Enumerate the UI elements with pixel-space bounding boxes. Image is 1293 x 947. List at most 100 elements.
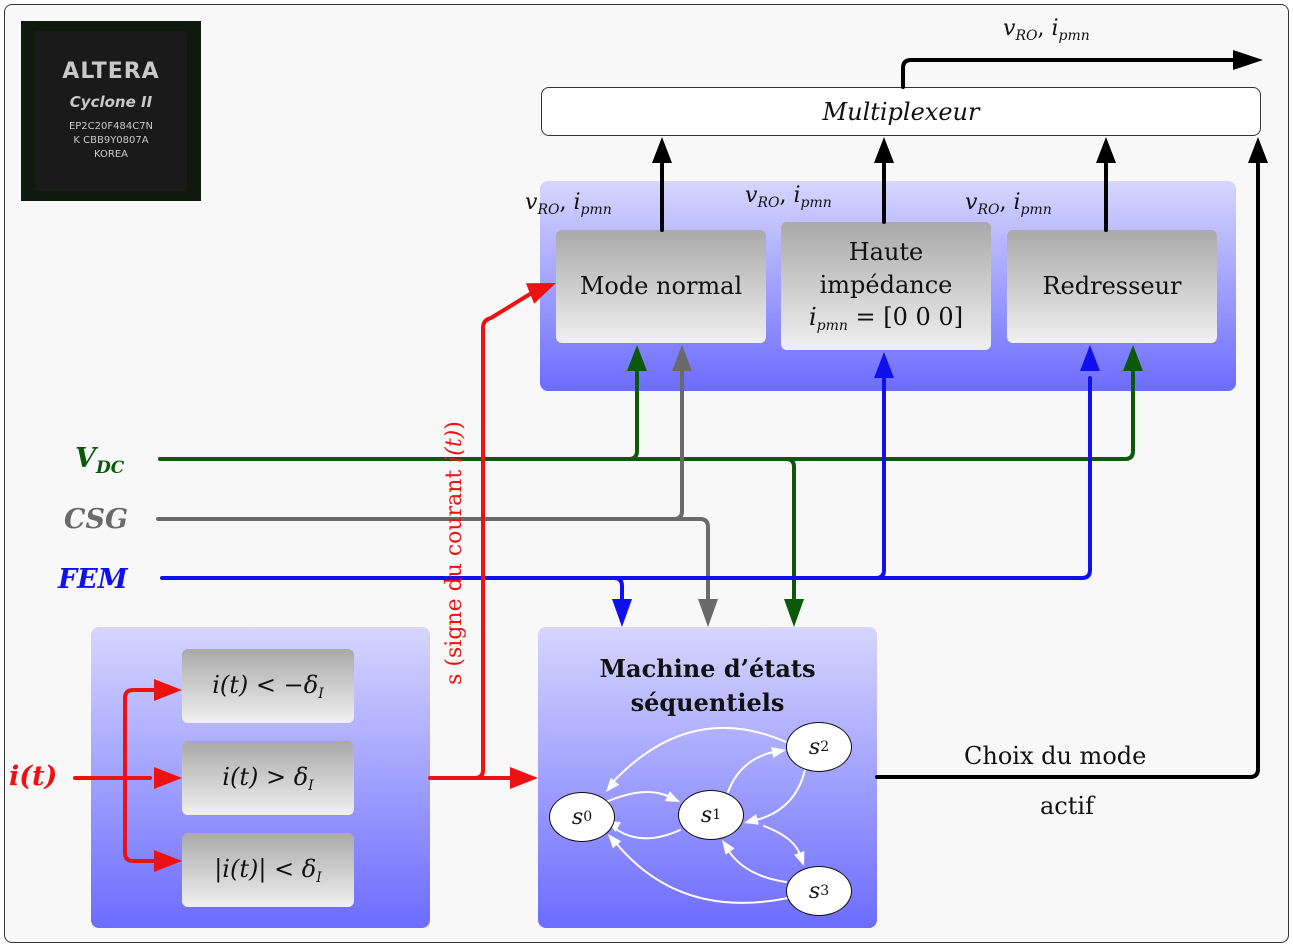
fsm-title: Machine d’états séquentiels	[538, 652, 877, 719]
haute-output-v: v	[745, 183, 758, 208]
comparator-abs-sub: I	[316, 869, 322, 886]
signal-vdc-sub: DC	[95, 458, 125, 478]
haute-output-label: vRO, ipmn	[745, 183, 832, 211]
multiplexeur-block: Multiplexeur	[541, 87, 1261, 136]
redresseur-output-label: vRO, ipmn	[965, 190, 1052, 218]
chip-family: Cyclone II	[21, 93, 201, 111]
chip-origin: KOREA	[94, 149, 128, 160]
comparator-abs-box: |i(t)| < δI	[182, 833, 354, 907]
signal-csg-label: CSG	[64, 506, 128, 533]
chip-brand: ALTERA	[62, 59, 160, 84]
output-label: vRO, ipmn	[1003, 16, 1090, 44]
signal-vdc-text: V	[75, 443, 96, 474]
transition-s1-s3-head	[794, 850, 805, 866]
it-upper-branch	[123, 688, 160, 780]
sign-label-pre: s (signe du courant	[442, 462, 467, 685]
it-lower-arrowhead	[154, 850, 182, 872]
state-s1-sub: 1	[712, 807, 722, 823]
comparator-negative-sub: I	[318, 685, 324, 702]
state-s3-sub: 3	[820, 883, 830, 899]
sign-label-post: )	[442, 421, 467, 430]
fem-redresseur-wire	[160, 376, 1092, 580]
comparator-positive-box: i(t) > δI	[182, 741, 354, 815]
haute-impedance-box: Haute impédance ipmn = [0 0 0]	[781, 222, 991, 350]
redresseur-box: Redresseur	[1007, 230, 1217, 343]
state-s1-letter: s	[700, 802, 713, 828]
normal-output-v-sub: RO	[537, 202, 560, 218]
transition-s2-s0-head	[606, 777, 620, 792]
sign-to-normal-arrowhead	[525, 283, 556, 304]
normal-output-sep: ,	[559, 190, 574, 215]
chip-part-number: EP2C20F484C7N	[68, 121, 154, 132]
haute-output-v-sub: RO	[757, 195, 780, 211]
redresseur-to-mux-arrowhead	[1096, 137, 1116, 163]
csg-normal-arrowhead	[672, 345, 692, 371]
normal-output-i-sub: pmn	[580, 202, 612, 218]
redresseur-output-v: v	[965, 190, 978, 215]
haute-impedance-line1: Haute	[848, 238, 924, 267]
haute-eq-rest: = [0 0 0]	[847, 302, 964, 331]
state-s2-sub: 2	[820, 739, 830, 755]
vdc-fsm-arrowhead	[784, 599, 804, 627]
fem-haute-arrowhead	[874, 352, 894, 378]
output-v-sub: RO	[1015, 28, 1038, 44]
state-s2-letter: s	[808, 734, 821, 760]
mux-output-wire	[901, 58, 1238, 89]
chip-family-name: Cyclone	[69, 93, 136, 111]
transition-s1-s2	[727, 751, 774, 793]
sign-to-normal-wire	[473, 292, 532, 780]
fsm-choice-wire	[875, 158, 1260, 779]
arrowheads	[154, 50, 1268, 872]
transition-s3-s1	[727, 849, 787, 883]
comparator-positive-label: i(t) > δI	[222, 761, 313, 796]
comparator-positive-text: i(t) > δ	[222, 762, 309, 791]
it-upper-arrowhead	[154, 679, 182, 701]
fem-fsm-arrowhead	[612, 599, 632, 627]
transition-s3-s0	[615, 842, 789, 904]
fem-redresseur-arrowhead	[1080, 345, 1100, 371]
vdc-redresseur-arrowhead	[1123, 345, 1143, 371]
haute-impedance-line2: impédance	[819, 270, 953, 299]
comparator-positive-sub: I	[308, 777, 314, 794]
normal-output-v: v	[525, 190, 538, 215]
mode-normal-label: Mode normal	[579, 272, 743, 301]
state-s0-letter: s	[571, 804, 584, 830]
transition-s3-s1-head	[722, 840, 735, 855]
signal-vdc-label: VDC	[75, 445, 124, 477]
csg-fsm-wire	[672, 517, 710, 600]
fsm-transitions	[605, 726, 806, 904]
transition-s1-s2-head	[771, 747, 786, 758]
fem-fsm-wire	[612, 576, 624, 600]
normal-to-mux-arrowhead	[652, 137, 672, 163]
fsm-choice-arrowhead	[1248, 137, 1268, 163]
fpga-chip-image: ALTERA Cyclone II EP2C20F484C7N K CBB9Y0…	[21, 21, 201, 201]
fsm-title-line1: Machine d’états	[599, 654, 816, 683]
vdc-fsm-branch	[784, 457, 796, 600]
fem-haute-wire	[874, 376, 886, 580]
redresseur-output-sep: ,	[999, 190, 1014, 215]
haute-impedance-equation: ipmn = [0 0 0]	[809, 301, 963, 336]
comparators-to-fsm-arrowhead	[510, 767, 538, 789]
comparator-negative-label: i(t) < −δI	[212, 669, 324, 704]
haute-output-i-sub: pmn	[800, 195, 832, 211]
wires	[73, 58, 1260, 863]
signal-csg-text: CSG	[64, 504, 129, 535]
chip-die	[35, 31, 187, 191]
signal-it-text: i(t)	[9, 761, 58, 792]
output-v: v	[1003, 16, 1016, 41]
transition-s2-s0	[611, 726, 787, 784]
redresseur-label: Redresseur	[1042, 272, 1182, 301]
state-s0-sub: 0	[583, 809, 593, 825]
redresseur-output-i: i	[1013, 190, 1021, 215]
normal-output-label: vRO, ipmn	[525, 190, 612, 218]
transition-s2-s1-head	[744, 814, 759, 825]
haute-eq-i: i	[808, 302, 817, 331]
comparator-negative-text: i(t) < −δ	[212, 670, 319, 699]
comparator-negative-box: i(t) < −δI	[182, 649, 354, 723]
mode-normal-box: Mode normal	[556, 230, 766, 343]
comparator-abs-text: |i(t)| < δ	[214, 854, 317, 883]
redresseur-output-i-sub: pmn	[1020, 202, 1052, 218]
